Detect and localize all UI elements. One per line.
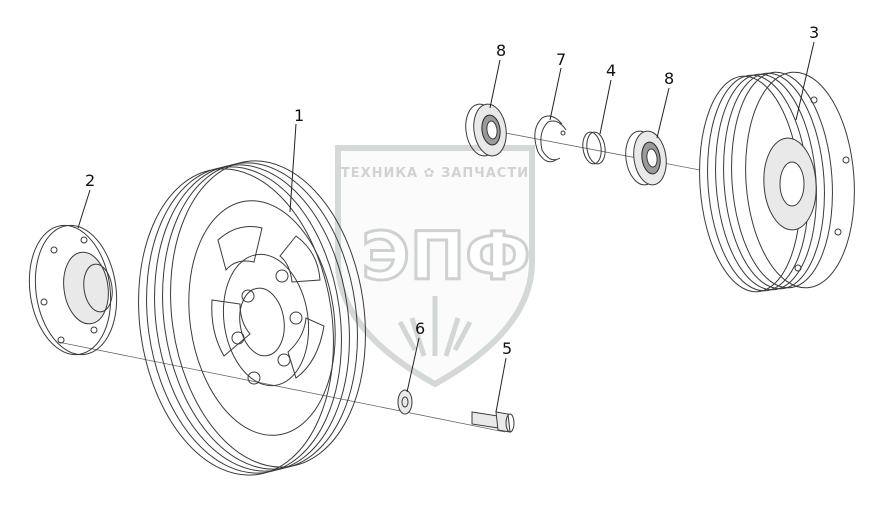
- watermark-shield: ТЕХНИКА ✿ ЗАПЧАСТИ ЭПФ: [335, 145, 535, 388]
- watermark-top-text: ТЕХНИКА ✿ ЗАПЧАСТИ: [341, 166, 529, 181]
- callout-bearing-right: 8: [664, 69, 674, 88]
- retaining-ring-part: [534, 115, 567, 163]
- rear-pulley-part: [699, 71, 855, 293]
- callout-leaders: [77, 41, 815, 413]
- callout-bolt: 5: [502, 339, 512, 358]
- watermark-logo-text: ЭПФ: [361, 218, 530, 295]
- main-pulley-part: [138, 160, 366, 476]
- bearing-left-part: [465, 103, 507, 157]
- spacer-ring-part: [582, 131, 606, 165]
- callout-pulley-main: 1: [294, 106, 304, 125]
- callout-retaining-ring: 7: [556, 50, 566, 69]
- callout-bearing-left: 8: [496, 41, 506, 60]
- bolt-part: [471, 411, 515, 433]
- callout-washer: 6: [415, 319, 425, 338]
- bearing-right-part: [625, 130, 667, 186]
- callout-labels: 1 2 3 4 5 6 7 8 8: [85, 23, 819, 358]
- callout-pulley-rear: 3: [809, 23, 819, 42]
- callout-flange: 2: [85, 171, 95, 190]
- flange-part: [28, 224, 118, 356]
- wheat-emblem-icon: [397, 296, 473, 357]
- callout-spacer-ring: 4: [606, 61, 616, 80]
- washer-part: [397, 389, 413, 415]
